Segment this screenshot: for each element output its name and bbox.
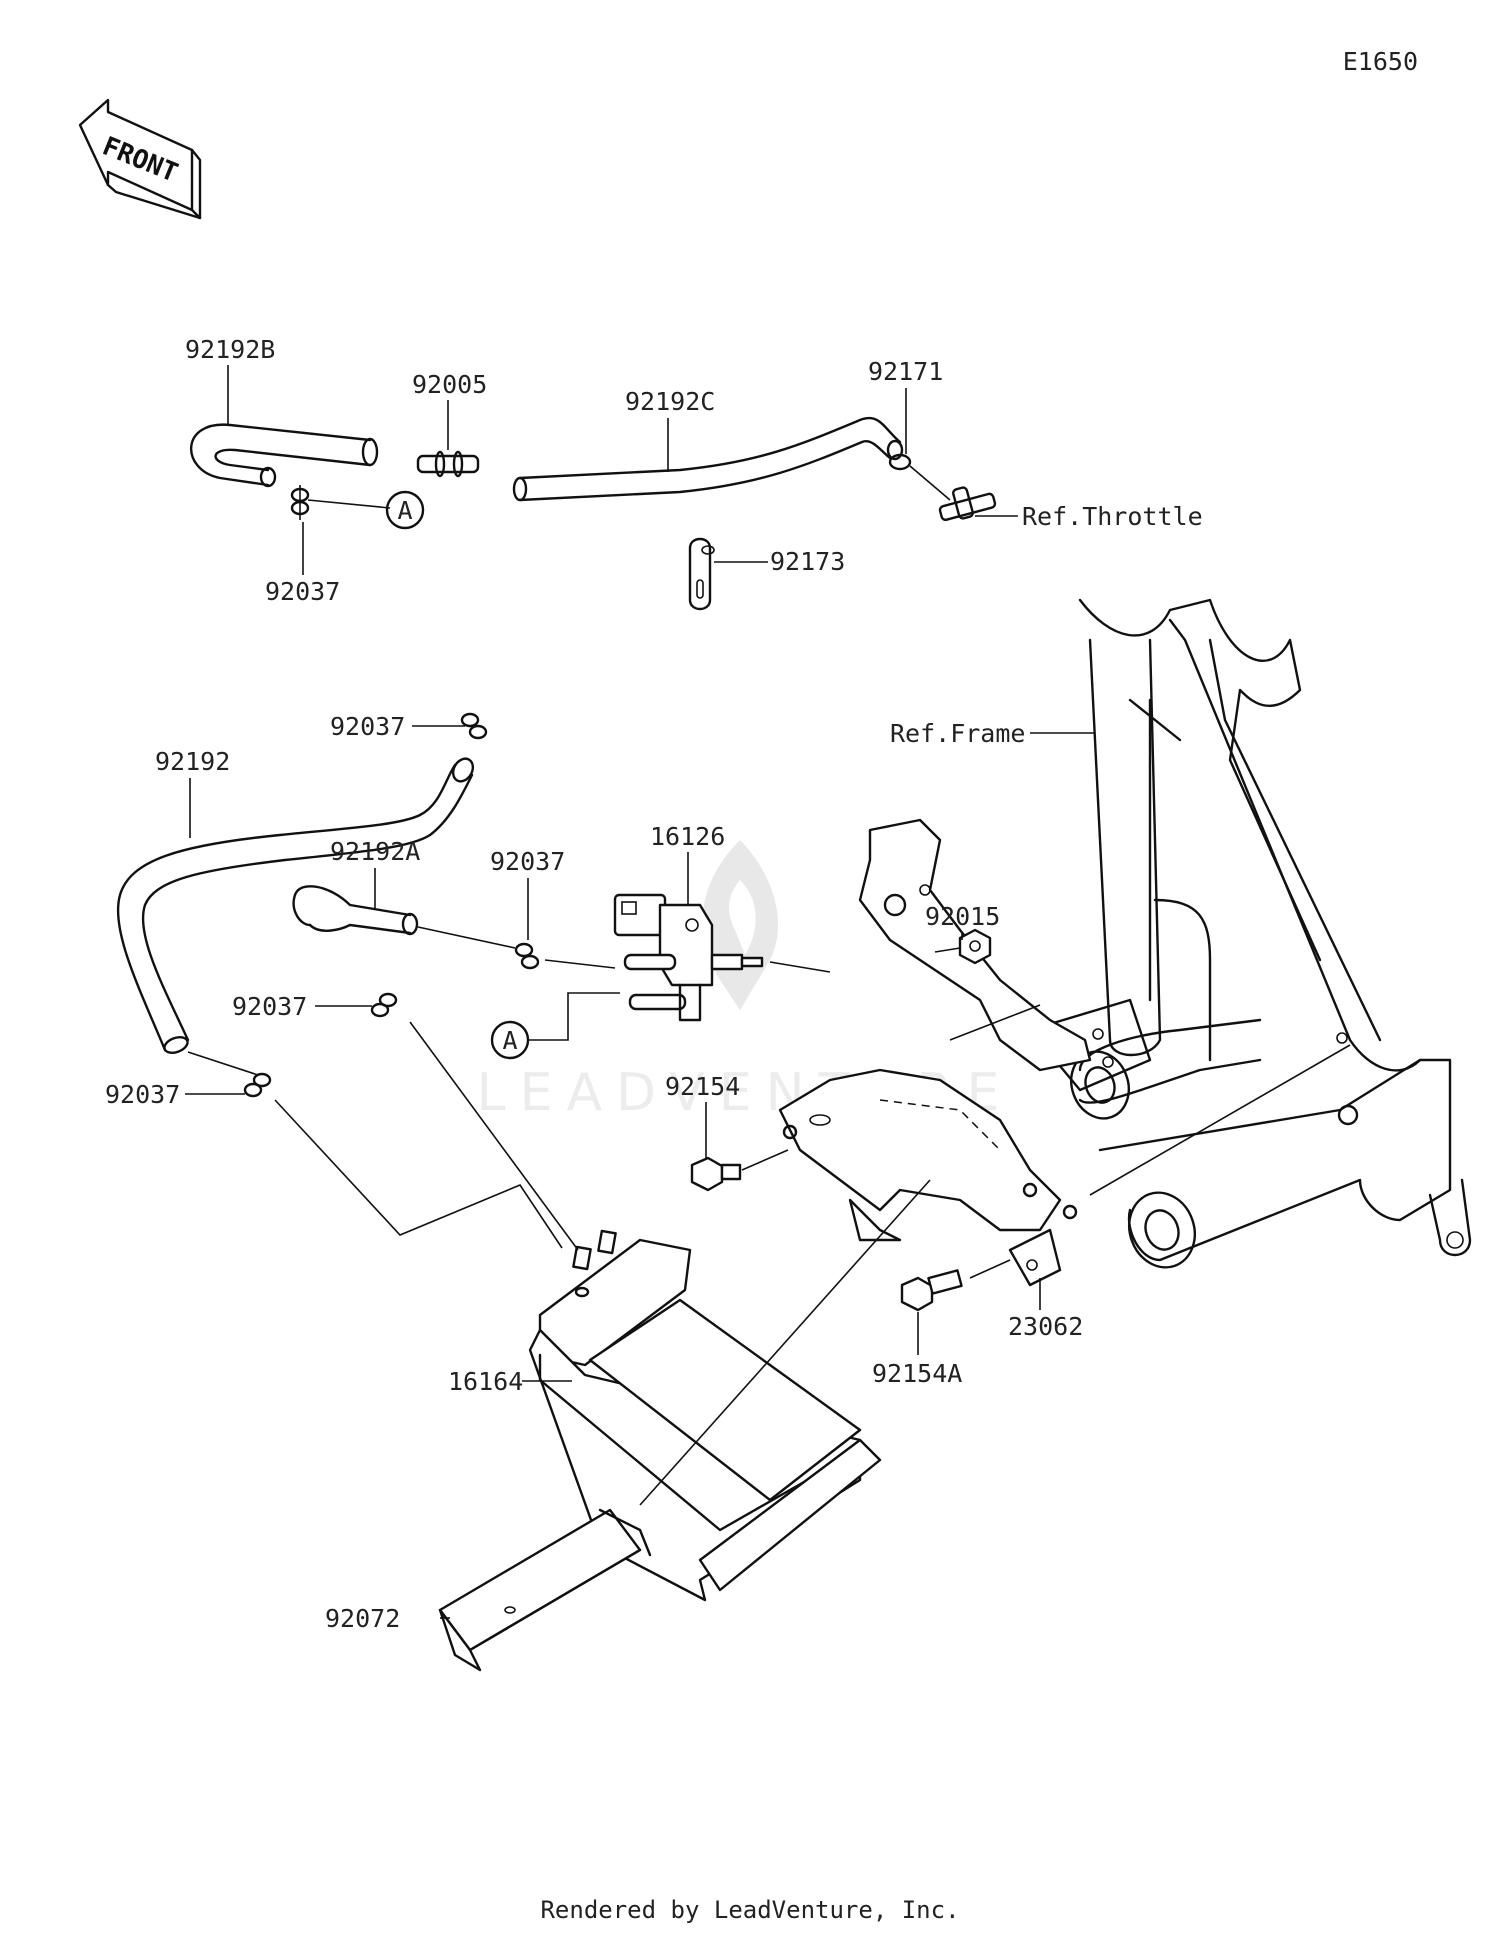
watermark-flame-icon <box>702 840 779 1010</box>
svg-text:A: A <box>502 1026 517 1055</box>
label-92173: 92173 <box>770 547 845 576</box>
clip-92037-d <box>243 1072 272 1098</box>
label-92192A: 92192A <box>330 837 420 866</box>
ref-frame: Ref.Frame <box>890 719 1025 748</box>
hose-92192 <box>116 757 475 1054</box>
nut-92015 <box>958 928 992 965</box>
hose-92192C <box>512 416 904 502</box>
label-92192C: 92192C <box>625 387 715 416</box>
bolt-92154A <box>900 1269 963 1312</box>
label-92037-b: 92037 <box>490 847 565 876</box>
ref-throttle: Ref.Throttle <box>1022 502 1203 531</box>
callout-a-mid: A <box>490 1020 530 1060</box>
footer-credit: Rendered by LeadVenture, Inc. <box>540 1896 959 1924</box>
label-92037-a: 92037 <box>330 712 405 741</box>
diagram-code: E1650 <box>1343 47 1418 76</box>
callout-a-top: A <box>385 490 425 530</box>
label-92154A: 92154A <box>872 1359 962 1388</box>
clip-92037-b <box>514 942 540 970</box>
label-23062: 23062 <box>1008 1312 1083 1341</box>
label-92072: 92072 <box>325 1604 400 1633</box>
label-92171: 92171 <box>868 357 943 386</box>
clamp-92171 <box>888 453 912 471</box>
label-92192B: 92192B <box>185 335 275 364</box>
label-92005: 92005 <box>412 370 487 399</box>
band-92072 <box>438 1508 652 1672</box>
plate-92173 <box>688 537 715 611</box>
t-joint <box>938 486 997 522</box>
label-16126: 16126 <box>650 822 725 851</box>
svg-text:A: A <box>397 496 412 525</box>
bolt-92154 <box>690 1156 742 1192</box>
clip-92037-a <box>460 712 488 740</box>
label-92154: 92154 <box>665 1072 740 1101</box>
label-92037-d: 92037 <box>105 1080 180 1109</box>
hose-92192B <box>190 423 379 488</box>
front-arrow-icon: FRONT <box>78 98 202 220</box>
label-92192: 92192 <box>155 747 230 776</box>
clip-92037-top <box>290 485 310 520</box>
bracket <box>778 818 1092 1287</box>
label-92037-c: 92037 <box>232 992 307 1021</box>
clip-92037-c <box>370 992 398 1018</box>
label-16164: 16164 <box>448 1367 523 1396</box>
hose-92192A <box>292 885 419 936</box>
valve-16126 <box>613 893 764 1022</box>
label-92015: 92015 <box>925 902 1000 931</box>
label-92037-top: 92037 <box>265 577 340 606</box>
joint-92005 <box>416 450 480 478</box>
frame <box>1028 598 1472 1269</box>
